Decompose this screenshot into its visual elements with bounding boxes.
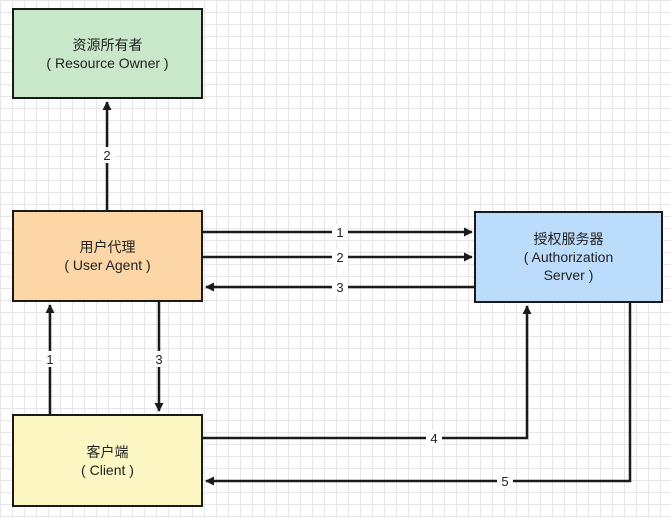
edge-label-ua-to-client: 3 [155,352,162,367]
edge-client-to-ua: 1 [42,304,58,414]
edge-client-to-auth: 4 [203,305,532,446]
edge-label-ua-to-auth-2: 2 [336,250,343,265]
client-title: 客户端 [86,443,129,460]
authorization-server-title: 授权服务器 [533,231,604,247]
edge-ua-to-owner: 2 [99,101,115,210]
authorization-server-subtitle: ( Authorization [523,249,614,265]
edge-auth-to-client: 5 [205,303,632,489]
authorization-server-box: 授权服务器 ( Authorization Server ) [474,211,663,303]
user-agent-title: 用户代理 [79,239,136,255]
resource-owner-title: 资源所有者 [72,36,143,53]
edge-label-ua-to-owner: 2 [103,148,110,163]
edge-ua-to-client: 3 [151,302,167,412]
client-subtitle: ( Client ) [81,461,134,478]
authorization-server-subtitle-2: Server ) [543,267,594,283]
client-box: 客户端 ( Client ) [12,414,203,507]
edge-ua-to-auth-1: 1 [203,224,473,240]
edge-label-auth-to-client: 5 [501,474,508,489]
edge-label-client-to-ua: 1 [46,352,53,367]
edge-label-client-to-auth: 4 [430,431,437,446]
resource-owner-subtitle: ( Resource Owner ) [46,54,169,71]
edge-ua-to-auth-2: 2 [203,249,473,265]
edge-label-auth-to-ua: 3 [336,280,343,295]
user-agent-subtitle: ( User Agent ) [64,257,151,273]
resource-owner-box: 资源所有者 ( Resource Owner ) [12,8,203,99]
edge-label-ua-to-auth-1: 1 [336,225,343,240]
user-agent-box: 用户代理 ( User Agent ) [12,210,203,302]
edge-auth-to-ua: 3 [205,279,474,295]
